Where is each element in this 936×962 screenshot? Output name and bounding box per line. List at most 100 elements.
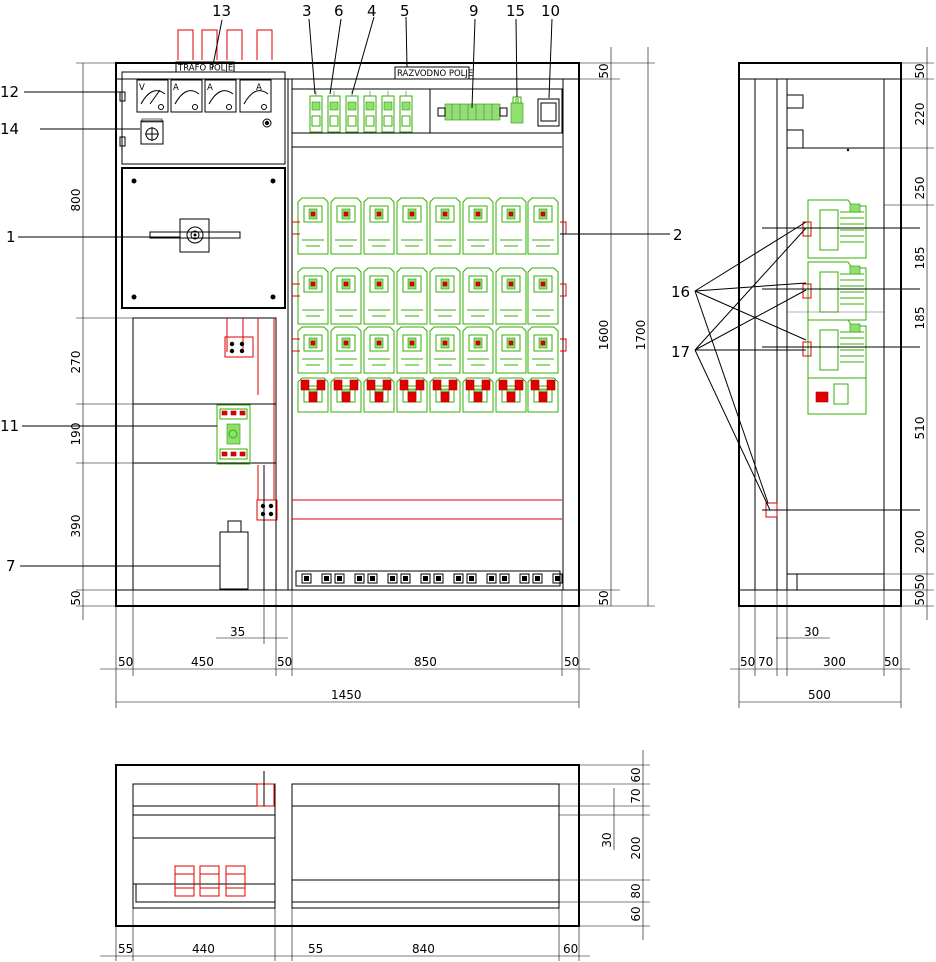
mccb-breaker-icon [495,267,527,325]
relay-icon [510,96,524,124]
ammeter-icon-1 [170,79,203,113]
mccb-breaker-icon [330,326,362,374]
mccb-breaker-icon [330,377,362,413]
mcb-icon [327,91,341,133]
mccb-breaker-icon [527,267,559,325]
dim-plan-h-60: 60 [563,942,578,956]
dim-h-50-a: 50 [118,655,133,669]
plan-busbar-terminals [174,865,246,897]
mccb-breaker-icon [527,326,559,374]
mccb-breaker-icon [429,377,461,413]
side-dimensions: 50 220 250 185 185 510 200 50 50 30 50 7… [730,47,934,708]
mccb-breaker-icon [363,377,395,413]
dim-plan-70: 70 [629,788,643,803]
side-breaker-icon [802,199,867,259]
dim-h-450: 450 [191,655,214,669]
mccb-breaker-icon [396,377,428,413]
dim-side-250: 250 [913,177,927,200]
callout-15: 15 [506,2,525,20]
dim-v-270: 270 [69,351,83,374]
signal-lamp-icon [262,118,272,128]
mcb-icon [345,91,359,133]
side-breaker-icon [802,319,867,379]
mccb-breaker-icon [297,326,329,374]
side-breaker-icon [802,261,867,321]
callout-17: 17 [671,343,690,361]
mcb-icon [381,91,395,133]
lower-left-compartment [132,317,277,591]
dim-h-50-c: 50 [564,655,579,669]
mccb-breaker-icon [527,377,559,413]
callout-14: 14 [0,120,19,138]
dim-v-190: 190 [69,423,83,446]
plan-view [115,764,580,927]
mccb-breaker-icon [396,326,428,374]
mccb-breaker-icon [330,267,362,325]
left-busbars [224,318,278,521]
dim-plan-30: 30 [600,832,614,847]
front-view: TRAFO POLJE V A A A [115,29,580,607]
callout-10: 10 [541,2,560,20]
dim-v-50-top: 50 [597,63,611,78]
dim-side-185-a: 185 [913,247,927,270]
mcb-icon [309,91,323,133]
dim-plan-h-55-a: 55 [118,942,133,956]
main-switch-icon [149,218,241,253]
callout-11: 11 [0,417,19,435]
dim-h-50-b: 50 [277,655,292,669]
mccb-breaker-icon [462,377,494,413]
fuse-disconnector-icon [216,404,251,465]
dim-plan-60-bottom: 60 [629,906,643,921]
mcb-icon [363,91,377,133]
callout-16: 16 [671,283,690,301]
callout-6: 6 [334,2,344,20]
mccb-breaker-icon [363,326,395,374]
trafo-polje-label: TRAFO POLJE [177,64,233,74]
surge-device-icon [219,520,249,590]
terminal-block-icon [437,103,508,121]
mccb-breaker-icon [363,197,395,255]
mccb-breaker-icon [462,267,494,325]
dim-side-h-50-a: 50 [740,655,755,669]
mccb-breaker-icon [396,197,428,255]
meter-label-1: V [139,83,145,93]
front-cabinet-outline [115,62,580,607]
dim-h-850: 850 [414,655,437,669]
mccb-breaker-icon [527,197,559,255]
control-switch-icon [537,98,560,127]
side-view [694,62,920,607]
meter-panel [121,71,286,165]
dim-side-200: 200 [913,531,927,554]
callout-4: 4 [367,2,377,20]
callout-7: 7 [6,557,16,575]
top-busbar-terminals [177,29,273,60]
main-switch-panel [121,167,286,309]
mccb-breaker-icon [297,267,329,325]
dim-side-220: 220 [913,103,927,126]
callout-2: 2 [673,226,683,244]
side-breaker-base-icon [807,377,867,415]
dim-plan-200: 200 [629,837,643,860]
mccb-breaker-icon [495,197,527,255]
dim-v-1700: 1700 [634,320,648,351]
razvodno-polje-label-box [394,66,470,80]
mccb-breaker-icon [363,267,395,325]
dim-side-185-b: 185 [913,307,927,330]
callout-numbers: 13 3 6 4 5 9 15 10 12 14 1 2 11 7 16 17 [0,2,690,575]
razvodno-polje-label: RAZVODNO POLJE [397,69,473,79]
mccb-breaker-icon [297,197,329,255]
mccb-breaker-icon [429,267,461,325]
side-cabinet-outline [738,62,902,607]
callout-9: 9 [469,2,479,20]
callout-leaders [18,16,670,567]
dim-side-510: 510 [913,417,927,440]
callout-3: 3 [302,2,312,20]
dim-plan-h-440: 440 [192,942,215,956]
dim-side-h-300: 300 [823,655,846,669]
selector-switch-icon [140,118,164,145]
dim-plan-60-top: 60 [629,767,643,782]
dim-side-h-70: 70 [758,655,773,669]
dim-v-50-left: 50 [69,590,83,605]
front-dimensions: 800 270 190 390 50 50 1600 1700 50 35 50… [69,47,655,708]
